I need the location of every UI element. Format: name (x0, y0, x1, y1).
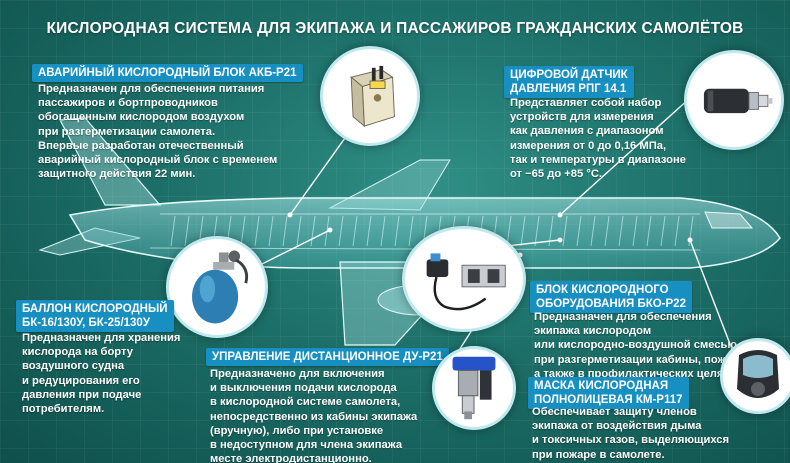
oxygen-mask-icon (720, 338, 790, 414)
equipment-block-icon (402, 226, 526, 332)
heading-bk: БАЛЛОН КИСЛОРОДНЫЙ БК-16/130У, БК-25/130… (16, 300, 174, 332)
seat-row (646, 215, 652, 247)
description-bko: Предназначен для обеспечения экипажа кис… (534, 311, 748, 380)
seat-row (660, 215, 666, 247)
seat-row (366, 215, 372, 247)
seat-row (408, 215, 414, 247)
seat-row (604, 215, 610, 247)
seat-row (310, 215, 316, 247)
remote-control-icon (432, 346, 516, 430)
seat-row (380, 215, 386, 247)
connector-bk (249, 229, 331, 271)
description-bk: Предназначен для хранения кислорода на б… (22, 332, 181, 416)
seat-row (338, 215, 344, 247)
seat-row (254, 215, 260, 247)
description-du: Предназначено для включения и выключения… (210, 368, 418, 463)
description-rpg: Представляет собой набор устройств для и… (510, 97, 686, 181)
page-title: КИСЛОРОДНАЯ СИСТЕМА ДЛЯ ЭКИПАЖА И ПАССАЖ… (46, 20, 744, 37)
description-km: Обеспечивает защиту членов экипажа от во… (532, 406, 730, 461)
cockpit-window (704, 211, 754, 229)
seat-row (170, 215, 176, 247)
description-akb: Предназначен для обеспечения питания пас… (38, 83, 278, 181)
seat-row (240, 215, 246, 247)
seat-row (674, 215, 680, 247)
seat-row (394, 215, 400, 247)
seat-row (184, 215, 190, 247)
connector-rpg (559, 97, 691, 216)
heading-du: УПРАВЛЕНИЕ ДИСТАНЦИОННОЕ ДУ-Р21 (206, 348, 449, 366)
seat-row (562, 215, 568, 247)
heading-km: МАСКА КИСЛОРОДНАЯ ПОЛНОЛИЦЕВАЯ КМ-Р117 (528, 377, 689, 409)
seat-row (590, 215, 596, 247)
seat-row (534, 215, 540, 247)
heading-rpg: ЦИФРОВОЙ ДАТЧИК ДАВЛЕНИЯ РПГ 14.1 (504, 66, 634, 98)
seat-row (520, 215, 526, 247)
seat-row (352, 215, 358, 247)
pressure-sensor-icon (684, 50, 784, 150)
oxygen-cylinder-icon (166, 236, 268, 338)
seat-row (618, 215, 624, 247)
heading-bko: БЛОК КИСЛОРОДНОГО ОБОРУДОВАНИЯ БКО-Р22 (530, 281, 692, 313)
seat-row (268, 215, 274, 247)
oxygen-block-icon (320, 46, 420, 146)
seat-row (632, 215, 638, 247)
heading-akb: АВАРИЙНЫЙ КИСЛОРОДНЫЙ БЛОК АКБ-Р21 (32, 64, 303, 82)
seat-row (296, 215, 302, 247)
seat-row (576, 215, 582, 247)
seat-row (282, 215, 288, 247)
